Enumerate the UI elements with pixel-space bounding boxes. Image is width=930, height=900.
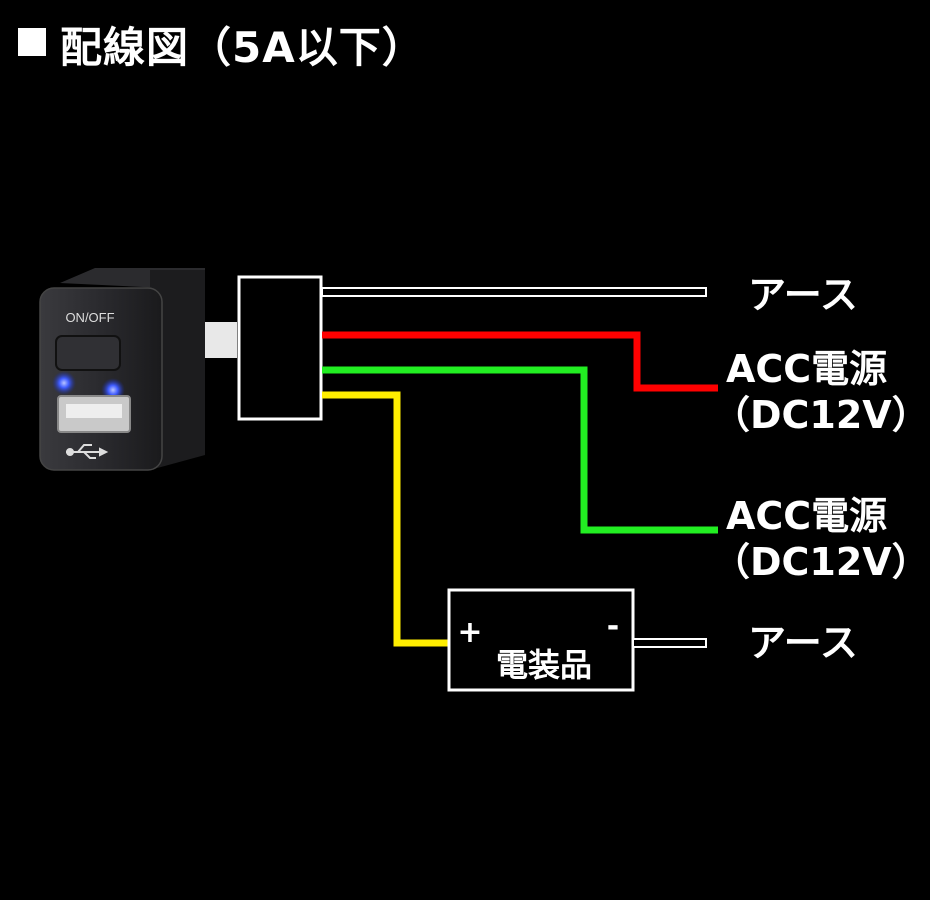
wiring-diagram: ON/OFF + - 電装品 xyxy=(39,268,718,692)
label-ground-2: アース xyxy=(748,620,858,666)
label-ground-1-text: アース xyxy=(748,273,858,317)
label-acc-red-line2: （DC12V） xyxy=(712,393,930,437)
page-title-text: 配線図（5A以下） xyxy=(60,23,425,72)
label-acc-green-line1: ACC電源 xyxy=(726,494,888,538)
usb-icon xyxy=(66,444,109,459)
led-left xyxy=(52,371,76,395)
connector-block xyxy=(237,275,323,421)
label-ground-2-text: アース xyxy=(748,621,858,665)
device-label: 電装品 xyxy=(496,646,592,684)
wire-acc-red xyxy=(322,331,718,392)
label-acc-green-line2: （DC12V） xyxy=(712,540,930,584)
electrical-device-box xyxy=(447,588,635,692)
wire-ground-2 xyxy=(632,638,707,648)
usb-port-tongue xyxy=(66,404,122,418)
square-bullet-icon xyxy=(18,28,46,56)
wire-acc-green xyxy=(322,366,718,534)
device-plus-sign: + xyxy=(457,615,482,650)
switch-side-face xyxy=(150,270,205,470)
label-ground-1: アース xyxy=(748,272,858,318)
wire-ground-1 xyxy=(321,287,707,297)
switch-connector xyxy=(205,322,237,358)
on-off-button xyxy=(55,335,121,371)
usb-switch: ON/OFF xyxy=(39,268,237,471)
label-acc-red-line1: ACC電源 xyxy=(726,347,888,391)
on-off-label: ON/OFF xyxy=(65,310,114,325)
device-minus-sign: - xyxy=(607,609,619,644)
wire-load-yellow xyxy=(322,391,449,647)
label-acc-red: ACC電源 （DC12V） xyxy=(712,346,930,438)
label-acc-green: ACC電源 （DC12V） xyxy=(712,493,930,585)
page-title: 配線図（5A以下） xyxy=(18,14,425,75)
